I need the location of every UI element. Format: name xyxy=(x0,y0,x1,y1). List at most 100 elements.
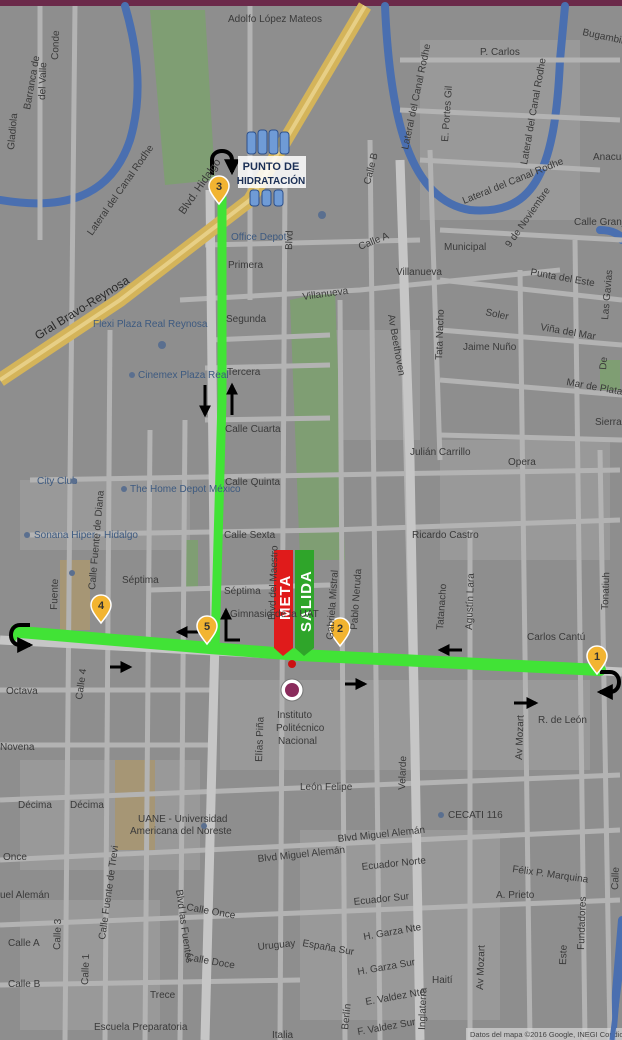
svg-text:Once: Once xyxy=(3,852,27,863)
canal-edge xyxy=(609,959,622,1040)
svg-text:Soler: Soler xyxy=(484,307,510,323)
u-turn-right-icon xyxy=(596,670,621,700)
marker-4[interactable]: 4 xyxy=(90,594,112,625)
svg-text:Gladiola: Gladiola xyxy=(6,112,20,150)
svg-text:Politécnico: Politécnico xyxy=(276,723,325,734)
svg-text:Las Gavias: Las Gavias xyxy=(600,269,615,320)
svg-text:Jaime Nuño: Jaime Nuño xyxy=(463,342,517,353)
meta-flag[interactable]: META xyxy=(274,550,294,656)
svg-text:Calle Quinta: Calle Quinta xyxy=(225,477,280,488)
svg-text:Datos del mapa ©2016 Google, I: Datos del mapa ©2016 Google, INEGI Condi… xyxy=(470,1030,622,1039)
svg-text:Tonatiuh: Tonatiuh xyxy=(600,572,612,610)
svg-text:Flexi Plaza Real Reynosa: Flexi Plaza Real Reynosa xyxy=(93,319,208,330)
hydration-label-line2: HIDRATACIÓN xyxy=(237,174,306,187)
svg-text:CECATI 116: CECATI 116 xyxy=(448,810,503,821)
svg-text:META: META xyxy=(277,575,294,620)
svg-text:Pablo Neruda: Pablo Neruda xyxy=(349,568,364,630)
svg-text:UANE - Universidad: UANE - Universidad xyxy=(138,814,227,825)
svg-text:Americana del Noreste: Americana del Noreste xyxy=(130,826,232,837)
svg-text:Sierra P: Sierra P xyxy=(595,417,622,428)
marker-1[interactable]: 1 xyxy=(586,645,608,676)
svg-text:Elías Piña: Elías Piña xyxy=(254,716,267,762)
svg-text:Primera: Primera xyxy=(228,260,263,271)
svg-text:Gimnasio de la UAT: Gimnasio de la UAT xyxy=(230,609,319,620)
u-turn-left-icon xyxy=(9,623,34,653)
svg-text:Décima: Décima xyxy=(18,800,52,811)
svg-text:Carlos Cantú: Carlos Cantú xyxy=(527,632,585,643)
marker-3[interactable]: 3 xyxy=(208,175,230,206)
svg-text:SALIDA: SALIDA xyxy=(298,570,315,632)
svg-text:Segunda: Segunda xyxy=(226,314,266,325)
svg-text:Calle Cuarta: Calle Cuarta xyxy=(225,424,281,435)
svg-text:Sonana Hiper - Hidalgo: Sonana Hiper - Hidalgo xyxy=(34,530,138,541)
marker-5[interactable]: 5 xyxy=(196,615,218,646)
svg-text:Calle 1: Calle 1 xyxy=(80,953,92,985)
start-finish-pin xyxy=(280,660,304,702)
place-labels: Office Depot Flexi Plaza Real Reynosa Ci… xyxy=(24,211,503,1033)
svg-text:Tata Nacho: Tata Nacho xyxy=(434,309,447,360)
svg-text:Inglaterra: Inglaterra xyxy=(417,987,429,1030)
svg-text:Décima: Décima xyxy=(70,800,104,811)
svg-text:4: 4 xyxy=(98,600,105,612)
svg-text:León Felipe: León Felipe xyxy=(300,782,353,793)
svg-text:2: 2 xyxy=(337,623,343,635)
svg-text:R. de León: R. de León xyxy=(538,715,587,726)
svg-text:The Home Depot México: The Home Depot México xyxy=(130,484,241,495)
svg-text:5: 5 xyxy=(204,621,210,633)
svg-text:Instituto: Instituto xyxy=(277,710,312,721)
svg-text:Uruguay: Uruguay xyxy=(257,938,296,953)
svg-text:Nacional: Nacional xyxy=(278,736,317,747)
svg-text:Séptima: Séptima xyxy=(122,575,159,586)
svg-text:De: De xyxy=(598,356,610,370)
svg-text:Calle A: Calle A xyxy=(8,938,40,949)
svg-text:Calle 4: Calle 4 xyxy=(74,668,89,701)
header-strip xyxy=(0,0,622,6)
svg-text:Italia: Italia xyxy=(272,1030,294,1040)
svg-text:1: 1 xyxy=(594,651,600,663)
svg-text:Calle Granjeno: Calle Granjeno xyxy=(574,217,622,228)
svg-text:Blvd: Blvd xyxy=(284,230,296,250)
svg-text:Agustín Lara: Agustín Lara xyxy=(464,573,477,630)
svg-text:Av Mozart: Av Mozart xyxy=(475,945,488,990)
svg-text:Novena: Novena xyxy=(0,742,35,753)
svg-text:Calle B: Calle B xyxy=(8,979,41,990)
turn-arrow-icon xyxy=(220,607,240,642)
map-attribution[interactable]: Datos del mapa ©2016 Google, INEGI Condi… xyxy=(466,1028,622,1040)
svg-text:Conde: Conde xyxy=(50,30,62,60)
svg-text:Berlín: Berlín xyxy=(340,1003,354,1030)
svg-text:City Club: City Club xyxy=(37,476,78,487)
svg-text:uel Alemán: uel Alemán xyxy=(0,890,49,901)
svg-text:Julián Carrillo: Julián Carrillo xyxy=(410,447,471,458)
hydration-label-line1: PUNTO DE xyxy=(243,161,300,173)
svg-text:Opera: Opera xyxy=(508,457,536,468)
svg-text:Haití: Haití xyxy=(432,975,453,986)
svg-text:Adolfo López Mateos: Adolfo López Mateos xyxy=(228,14,322,25)
route-markers[interactable]: 1 2 3 4 5 xyxy=(90,175,608,676)
svg-text:Blvd del Maestro: Blvd del Maestro xyxy=(267,545,281,620)
svg-text:Villanueva: Villanueva xyxy=(396,267,442,278)
svg-text:Anacua: Anacua xyxy=(593,152,622,163)
svg-text:Trece: Trece xyxy=(150,990,176,1001)
water-bottles-icon xyxy=(246,129,290,207)
svg-text:Ricardo Castro: Ricardo Castro xyxy=(412,530,479,541)
marker-2[interactable]: 2 xyxy=(329,617,351,648)
hydration-point[interactable]: PUNTO DE HIDRATACIÓN xyxy=(237,129,306,207)
svg-text:Av Mozart: Av Mozart xyxy=(514,715,527,760)
svg-text:Tatanacho: Tatanacho xyxy=(435,583,449,630)
svg-text:Séptima: Séptima xyxy=(224,586,261,597)
svg-text:Escuela Preparatoria: Escuela Preparatoria xyxy=(94,1022,188,1033)
svg-text:Tercera: Tercera xyxy=(227,367,261,378)
svg-text:Velarde: Velarde xyxy=(397,755,409,790)
svg-text:Fundadores: Fundadores xyxy=(576,896,589,950)
svg-text:del Valle: del Valle xyxy=(37,62,49,100)
svg-text:A. Prieto: A. Prieto xyxy=(496,890,535,901)
svg-text:Municipal: Municipal xyxy=(444,242,486,253)
svg-text:Office Depot: Office Depot xyxy=(231,232,287,243)
svg-text:Octava: Octava xyxy=(6,686,38,697)
u-turn-icons xyxy=(9,149,621,700)
school-block xyxy=(60,560,90,630)
svg-text:P. Carlos: P. Carlos xyxy=(480,47,520,58)
salida-flag[interactable]: SALIDA xyxy=(295,550,315,656)
svg-text:Calle 3: Calle 3 xyxy=(52,918,64,950)
